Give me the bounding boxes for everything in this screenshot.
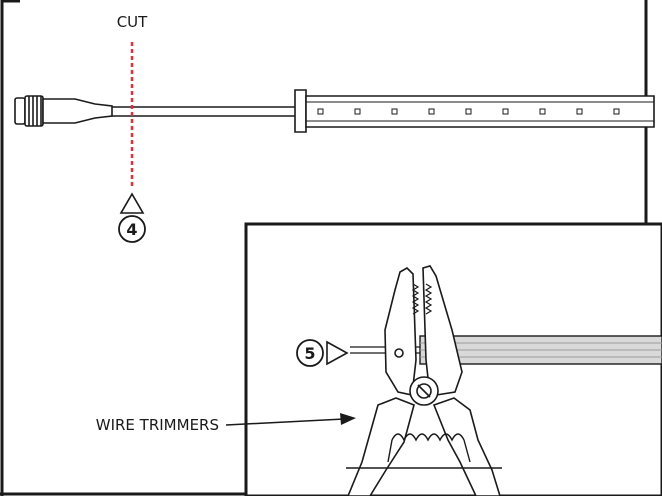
spring-coil [387, 433, 471, 463]
led-chip [465, 108, 472, 115]
leader-arrow [225, 413, 356, 426]
led-chip [428, 108, 435, 115]
led-chip [317, 108, 324, 115]
led-chip [391, 108, 398, 115]
cable-connector [14, 95, 113, 127]
wire-trimmers-label: WIRE TRIMMERS [96, 416, 219, 434]
step-5-number: 5 [304, 344, 315, 363]
led-strip [294, 89, 655, 133]
led-chips [317, 108, 620, 115]
led-chip [354, 108, 361, 115]
led-chip [502, 108, 509, 115]
led-chip [613, 108, 620, 115]
step-4-number: 4 [126, 220, 137, 239]
arrowhead-icon [340, 413, 356, 425]
wire-trimmers-tool [346, 265, 662, 496]
cable [112, 106, 295, 117]
led-chip [576, 108, 583, 115]
step-4-marker: 4 [118, 192, 146, 243]
up-arrow-icon [119, 192, 145, 214]
step-5-marker: 5 [296, 339, 349, 367]
cut-label: CUT [117, 13, 148, 31]
led-chip [539, 108, 546, 115]
right-arrow-icon [326, 340, 349, 366]
stripped-wire [350, 335, 662, 365]
